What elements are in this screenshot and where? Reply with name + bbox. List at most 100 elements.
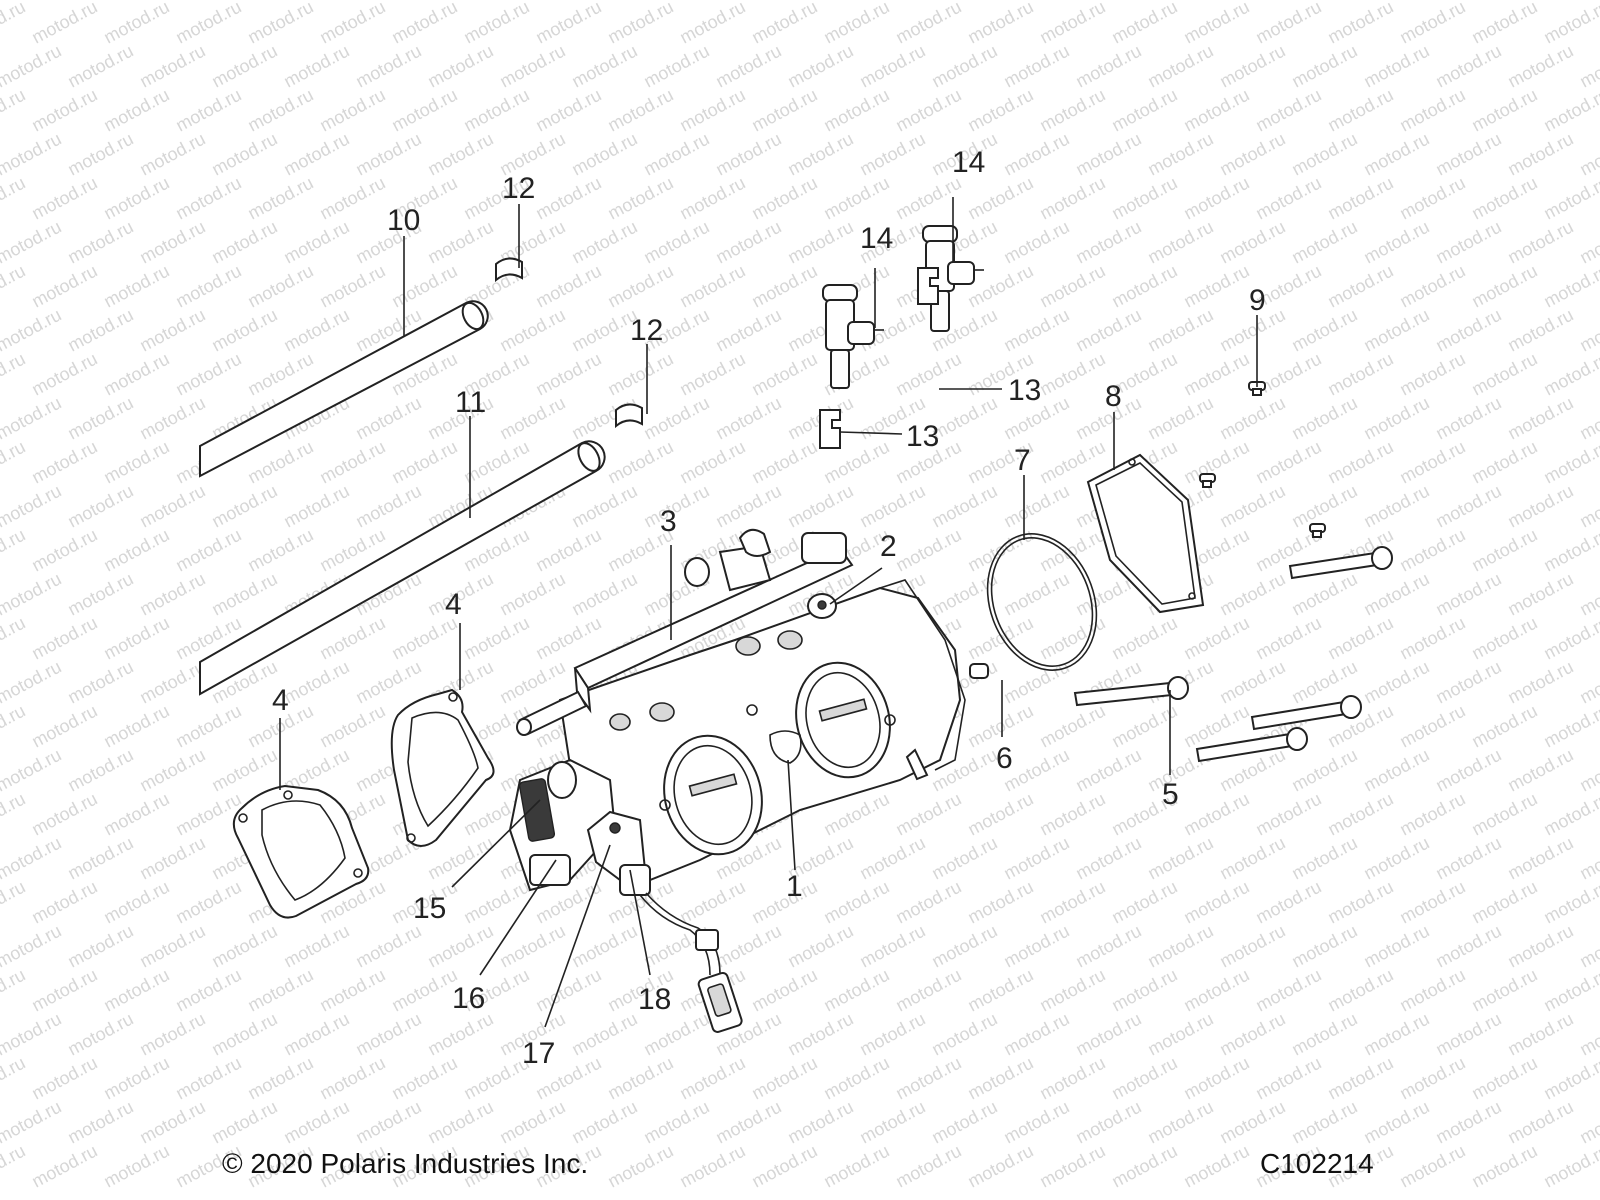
- watermark-text: motod.ru: [1288, 0, 1360, 4]
- watermark-text: motod.ru: [1432, 1009, 1504, 1060]
- watermark-text: motod.ru: [1576, 41, 1600, 92]
- watermark-text: motod.ru: [532, 173, 604, 224]
- watermark-text: motod.ru: [244, 525, 316, 576]
- watermark-text: motod.ru: [640, 1097, 712, 1148]
- watermark-text: motod.ru: [1360, 745, 1432, 796]
- watermark-text: motod.ru: [640, 129, 712, 180]
- watermark-text: motod.ru: [424, 129, 496, 180]
- watermark-text: motod.ru: [1540, 965, 1600, 1016]
- watermark-text: motod.ru: [100, 0, 172, 48]
- part-2-fitting: [807, 593, 837, 619]
- watermark-text: motod.ru: [280, 481, 352, 532]
- watermark-text: motod.ru: [496, 0, 568, 4]
- watermark-text: motod.ru: [0, 657, 65, 708]
- watermark-text: motod.ru: [1072, 1097, 1144, 1148]
- watermark-text: motod.ru: [1396, 1141, 1468, 1192]
- watermark-text: motod.ru: [1144, 1097, 1216, 1148]
- watermark-text: motod.ru: [172, 701, 244, 752]
- watermark-text: motod.ru: [1468, 613, 1540, 664]
- watermark-text: motod.ru: [1576, 745, 1600, 796]
- watermark-text: motod.ru: [0, 349, 29, 400]
- watermark-text: motod.ru: [604, 85, 676, 136]
- watermark-text: motod.ru: [568, 217, 640, 268]
- watermark-text: motod.ru: [1180, 349, 1252, 400]
- watermark-text: motod.ru: [1432, 657, 1504, 708]
- watermark-text: motod.ru: [208, 129, 280, 180]
- watermark-text: motod.ru: [1432, 0, 1504, 4]
- watermark-text: motod.ru: [1144, 1009, 1216, 1060]
- watermark-text: motod.ru: [928, 833, 1000, 884]
- watermark-text: motod.ru: [676, 1053, 748, 1104]
- watermark-text: motod.ru: [388, 261, 460, 312]
- watermark-text: motod.ru: [928, 1097, 1000, 1148]
- watermark-text: motod.ru: [784, 217, 856, 268]
- watermark-text: motod.ru: [64, 1097, 136, 1148]
- watermark-text: motod.ru: [1360, 481, 1432, 532]
- watermark-text: motod.ru: [1432, 1097, 1504, 1148]
- watermark-text: motod.ru: [0, 569, 65, 620]
- watermark-text: motod.ru: [100, 1053, 172, 1104]
- part-12-clamp-upper: [495, 257, 523, 283]
- watermark-text: motod.ru: [100, 173, 172, 224]
- watermark-text: motod.ru: [892, 1141, 964, 1192]
- watermark-text: motod.ru: [1432, 41, 1504, 92]
- watermark-text: motod.ru: [712, 217, 784, 268]
- watermark-text: motod.ru: [820, 0, 892, 48]
- watermark-text: motod.ru: [1396, 701, 1468, 752]
- watermark-text: motod.ru: [1504, 217, 1576, 268]
- watermark-text: motod.ru: [1288, 1009, 1360, 1060]
- watermark-text: motod.ru: [1108, 173, 1180, 224]
- watermark-text: motod.ru: [64, 745, 136, 796]
- watermark-text: motod.ru: [28, 1053, 100, 1104]
- watermark-text: motod.ru: [1180, 1141, 1252, 1192]
- watermark-text: motod.ru: [964, 613, 1036, 664]
- watermark-text: motod.ru: [64, 657, 136, 708]
- watermark-text: motod.ru: [0, 261, 29, 312]
- watermark-text: motod.ru: [1540, 173, 1600, 224]
- watermark-text: motod.ru: [1252, 789, 1324, 840]
- watermark-text: motod.ru: [1396, 965, 1468, 1016]
- part-8-cover-plate: [1086, 453, 1205, 614]
- watermark-text: motod.ru: [0, 0, 29, 48]
- watermark-text: motod.ru: [0, 41, 65, 92]
- part-9-screw-3: [1309, 523, 1326, 538]
- watermark-text: motod.ru: [532, 349, 604, 400]
- watermark-text: motod.ru: [280, 41, 352, 92]
- watermark-text: motod.ru: [280, 1009, 352, 1060]
- watermark-text: motod.ru: [1360, 41, 1432, 92]
- watermark-text: motod.ru: [0, 1009, 65, 1060]
- watermark-text: motod.ru: [1360, 305, 1432, 356]
- watermark-text: motod.ru: [676, 85, 748, 136]
- watermark-text: motod.ru: [64, 833, 136, 884]
- watermark-text: motod.ru: [748, 1141, 820, 1192]
- watermark-text: motod.ru: [1036, 701, 1108, 752]
- watermark-text: motod.ru: [1576, 1097, 1600, 1148]
- watermark-text: motod.ru: [1540, 261, 1600, 312]
- watermark-text: motod.ru: [1540, 701, 1600, 752]
- watermark-text: motod.ru: [1252, 173, 1324, 224]
- watermark-text: motod.ru: [1072, 41, 1144, 92]
- watermark-text: motod.ru: [244, 0, 316, 48]
- watermark-text: motod.ru: [136, 745, 208, 796]
- watermark-text: motod.ru: [0, 965, 29, 1016]
- watermark-text: motod.ru: [892, 877, 964, 928]
- watermark-text: motod.ru: [1000, 129, 1072, 180]
- watermark-text: motod.ru: [1216, 833, 1288, 884]
- watermark-text: motod.ru: [1468, 877, 1540, 928]
- watermark-text: motod.ru: [0, 437, 29, 488]
- callout-12-upper: 12: [502, 172, 535, 205]
- watermark-text: motod.ru: [1180, 965, 1252, 1016]
- watermark-text: motod.ru: [820, 1053, 892, 1104]
- watermark-text: motod.ru: [136, 0, 208, 4]
- callout-1: 1: [786, 870, 803, 903]
- watermark-text: motod.ru: [0, 613, 29, 664]
- watermark-text: motod.ru: [208, 41, 280, 92]
- watermark-text: motod.ru: [1216, 41, 1288, 92]
- watermark-text: motod.ru: [0, 833, 65, 884]
- watermark-text: motod.ru: [352, 481, 424, 532]
- watermark-text: motod.ru: [1180, 173, 1252, 224]
- watermark-text: motod.ru: [1072, 217, 1144, 268]
- watermark-text: motod.ru: [784, 481, 856, 532]
- watermark-text: motod.ru: [1324, 437, 1396, 488]
